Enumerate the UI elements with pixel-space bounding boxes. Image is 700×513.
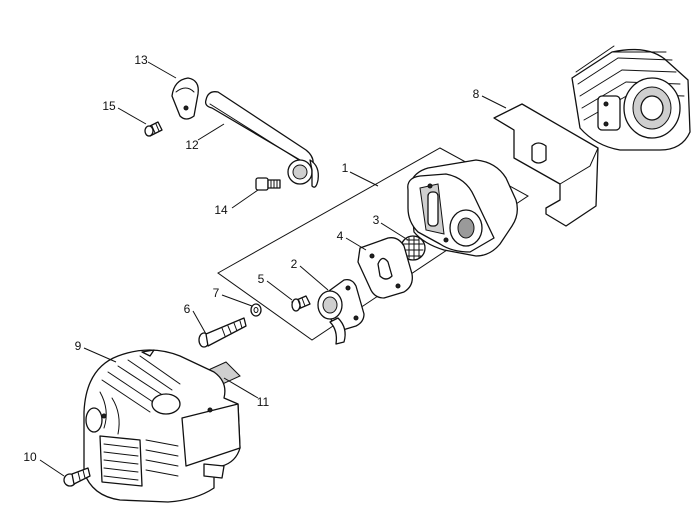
bolt-6 (198, 317, 247, 348)
callout-10: 10 (23, 450, 37, 464)
exhaust-deflector (317, 278, 365, 345)
callout-6: 6 (184, 302, 191, 316)
muffler-gasket (357, 237, 413, 299)
callout-15: 15 (102, 99, 116, 113)
callout-14: 14 (214, 203, 228, 217)
screw-5 (291, 295, 311, 312)
screw-10 (63, 467, 91, 487)
callout-1: 1 (342, 161, 349, 175)
callout-3: 3 (373, 213, 380, 227)
callout-4: 4 (337, 229, 344, 243)
screw-14 (255, 177, 281, 191)
callout-5: 5 (258, 272, 265, 286)
pipe-clamp (171, 77, 199, 120)
callout-7: 7 (213, 286, 220, 300)
callout-2: 2 (291, 257, 298, 271)
cylinder (571, 45, 691, 151)
callout-labels: 1 2 3 4 5 6 7 8 9 10 11 12 13 14 15 (23, 53, 479, 464)
engine-cover (83, 349, 241, 503)
callout-9: 9 (75, 339, 82, 353)
washer-7 (250, 303, 262, 317)
callout-11: 11 (257, 395, 270, 409)
exhaust-pipe (204, 91, 319, 188)
callout-12: 12 (185, 138, 199, 152)
muffler-body (407, 159, 518, 257)
callout-13: 13 (134, 53, 148, 67)
leader-lines (39, 61, 507, 477)
screw-15 (144, 121, 163, 137)
assembly-group-outline (217, 147, 529, 341)
callout-8: 8 (473, 87, 480, 101)
heat-shield (493, 103, 599, 227)
